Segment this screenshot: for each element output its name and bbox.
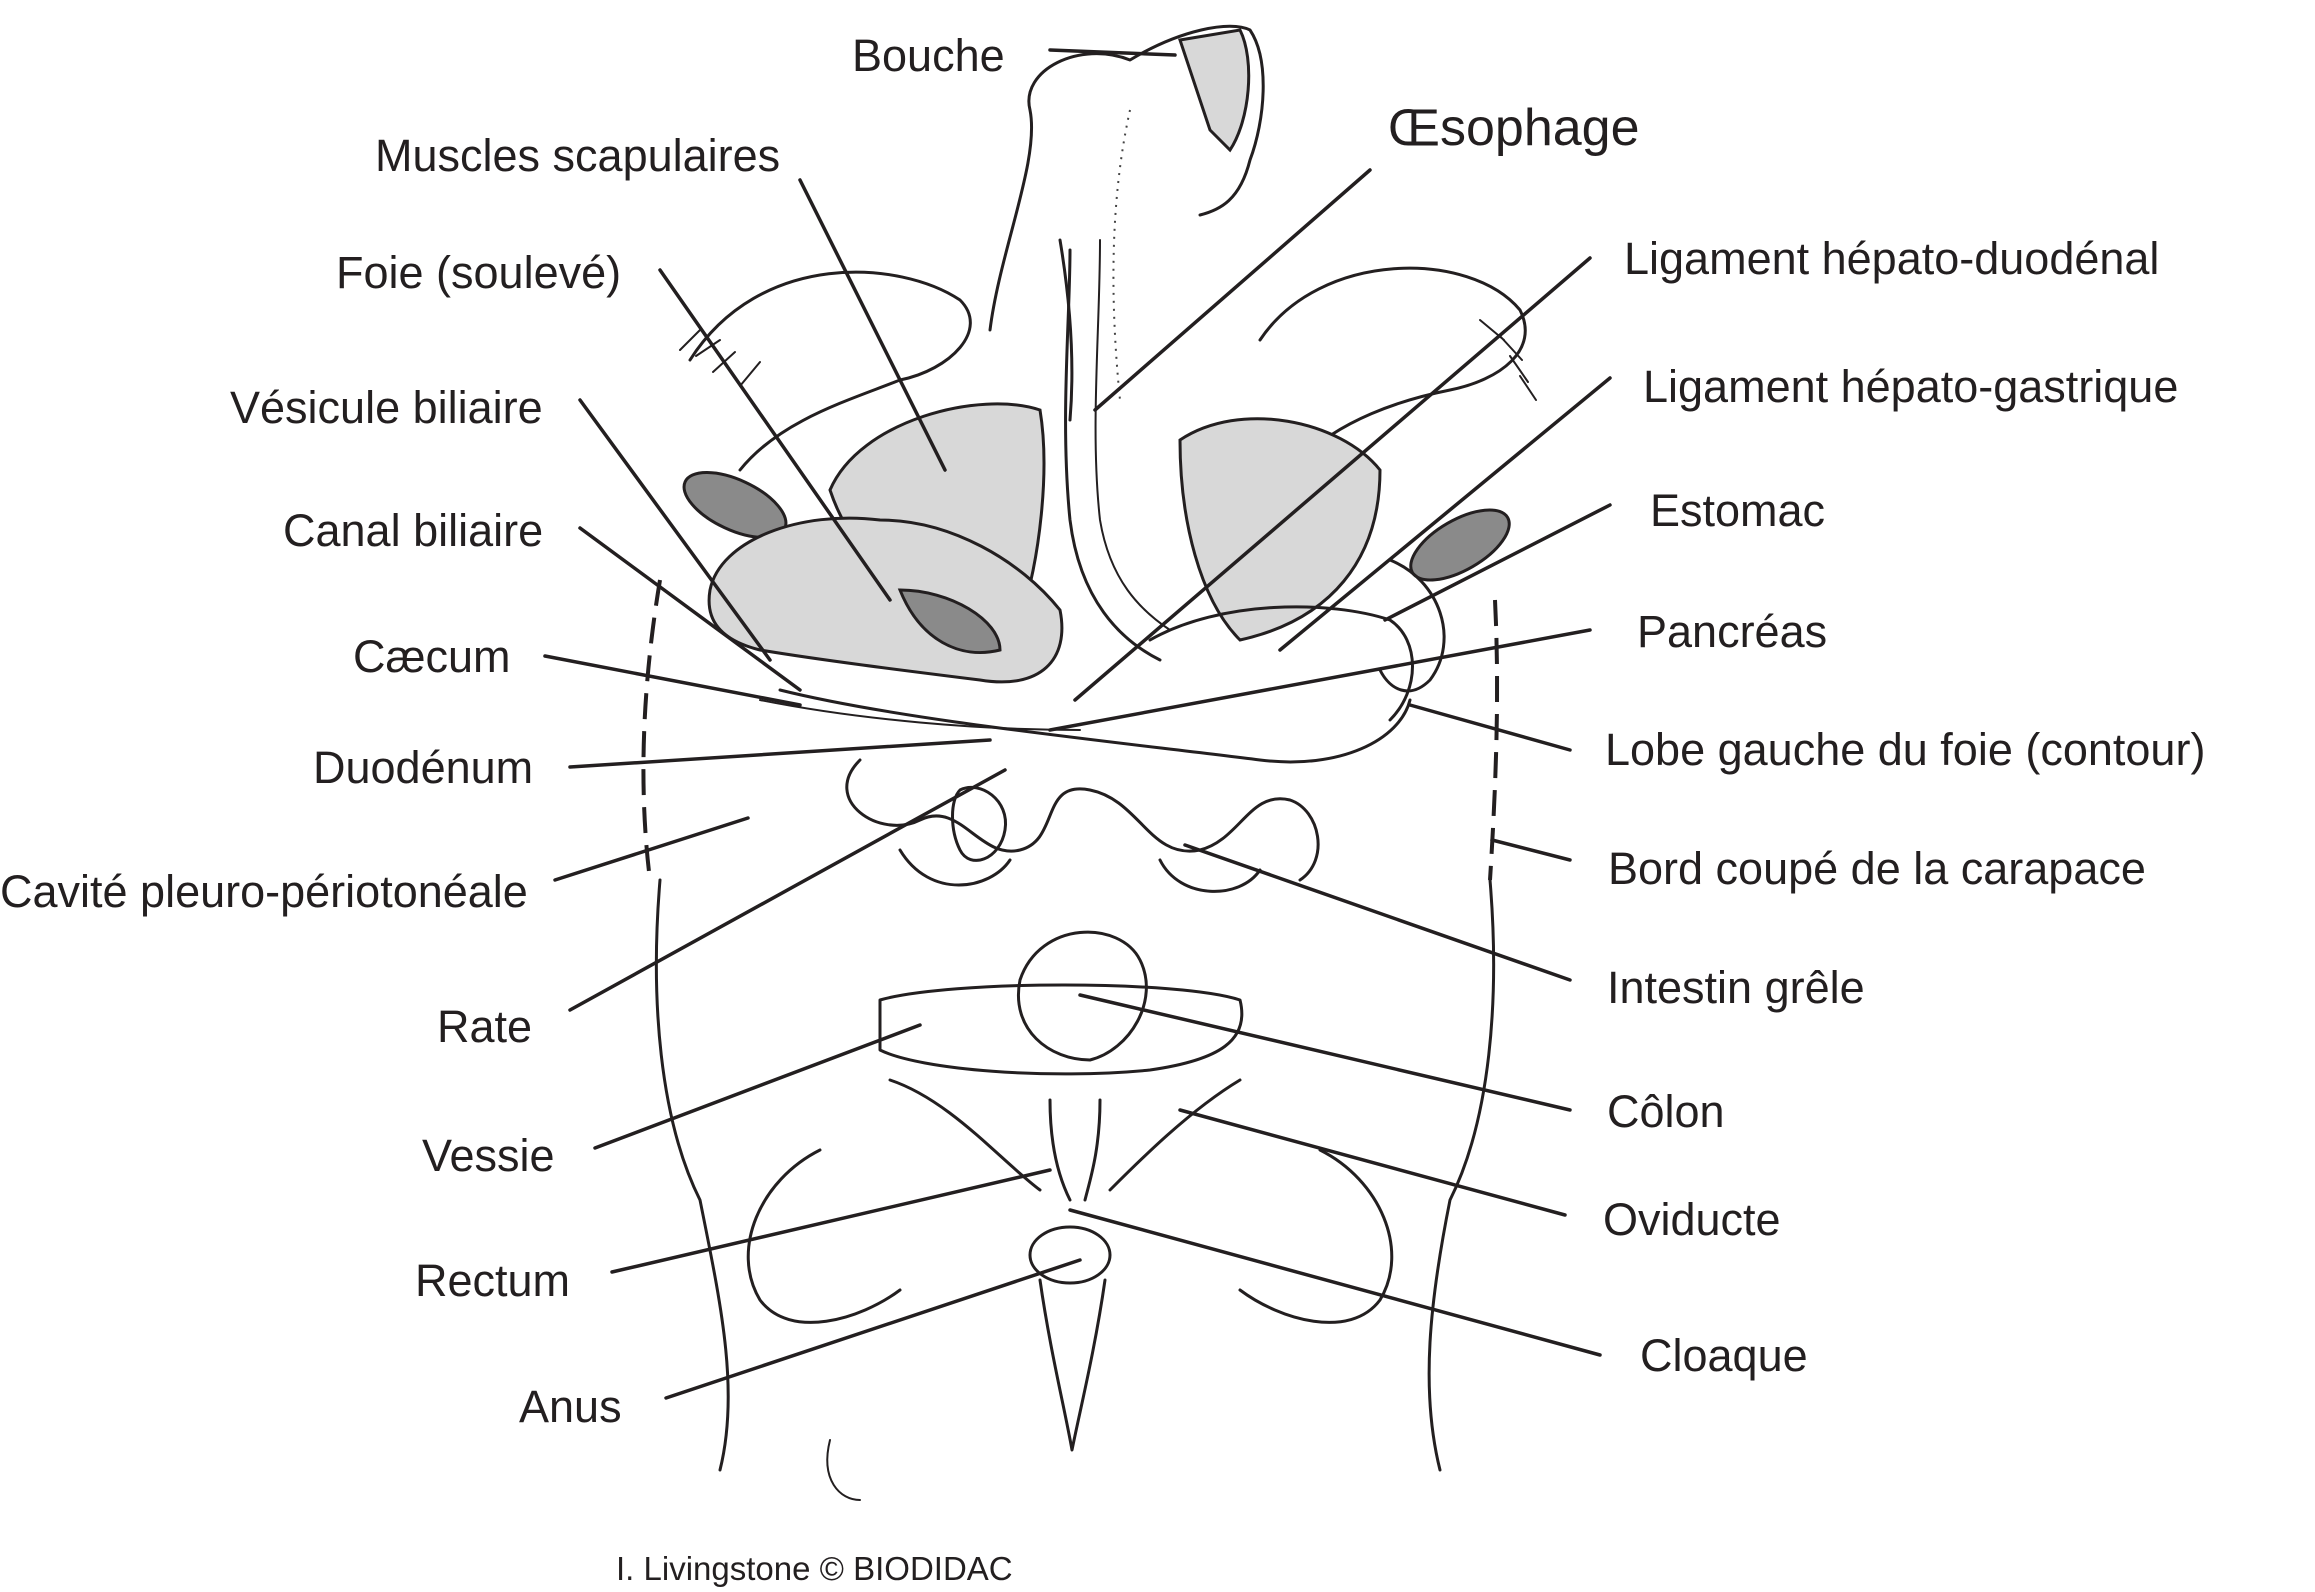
small-intestine-loop-2: [898, 848, 1262, 893]
small-intestine: [845, 758, 1320, 882]
leader-line-rectum: [610, 1168, 1052, 1274]
leader-line-cavite: [553, 816, 750, 882]
stomach-right-bulge: [1378, 558, 1446, 693]
mouth-shape: [1178, 28, 1251, 153]
label-estomac: Estomac: [1650, 485, 1826, 536]
label-cavite: Cavité pleuro-périotonéale: [0, 866, 528, 917]
leader-line-caecum: [543, 654, 802, 707]
esophagus-tube: [1064, 248, 1162, 662]
colon: [1017, 930, 1148, 1062]
esophagus-dotted: [1112, 109, 1131, 401]
rectum: [1048, 1098, 1102, 1202]
left-claws: [679, 329, 761, 387]
leader-line-estomac: [1383, 503, 1612, 622]
left-forelimb: [688, 270, 972, 472]
label-vesicule-biliaire: Vésicule biliaire: [230, 382, 543, 433]
label-colon: Côlon: [1607, 1086, 1725, 1137]
label-intestin-grele: Intestin grêle: [1607, 962, 1865, 1013]
label-bouche: Bouche: [852, 30, 1005, 81]
leader-line-muscles-scapulaires: [798, 178, 947, 472]
label-canal-biliaire: Canal biliaire: [283, 505, 544, 556]
pancreas: [759, 699, 1081, 731]
label-rate: Rate: [437, 1001, 533, 1052]
right-claws: [1479, 319, 1537, 401]
label-bord-carapace: Bord coupé de la carapace: [1608, 843, 2146, 894]
leader-line-oesophage: [1093, 168, 1372, 412]
esophagus-tube-inner: [1094, 239, 1171, 631]
leader-line-vesicule-biliaire: [578, 398, 772, 662]
leader-line-intestin-grele: [1183, 843, 1572, 982]
label-caecum: Cæcum: [353, 631, 511, 682]
leader-line-lobe-gauche: [1408, 703, 1572, 752]
leader-line-duodenum: [568, 738, 992, 769]
label-ligament-hepato-duodenal: Ligament hépato-duodénal: [1624, 233, 2160, 284]
spleen: [951, 785, 1007, 862]
body-outline-right: [1427, 878, 1496, 1472]
label-vessie: Vessie: [422, 1130, 555, 1181]
leader-line-rate: [568, 768, 1007, 1012]
label-lobe-gauche: Lobe gauche du foie (contour): [1605, 724, 2206, 775]
label-rectum: Rectum: [415, 1255, 571, 1306]
leader-line-anus: [664, 1258, 1082, 1400]
label-foie: Foie (soulevé): [336, 247, 622, 298]
leader-line-foie: [658, 268, 892, 602]
label-duodenum: Duodénum: [313, 742, 534, 793]
left-foot: [826, 1439, 861, 1501]
leader-line-ligament-hepato-duodenal: [1073, 256, 1592, 702]
body-outline-left: [654, 878, 730, 1472]
label-muscles-scapulaires: Muscles scapulaires: [375, 130, 781, 181]
cloaca: [1028, 1225, 1112, 1285]
liver-dark-patch: [897, 588, 1002, 654]
label-oesophage: Œsophage: [1388, 99, 1640, 157]
liver-left-lobe-contour: [778, 688, 1412, 764]
label-anus: Anus: [519, 1381, 622, 1432]
leader-line-ligament-hepato-gastrique: [1278, 376, 1612, 652]
leader-line-cloaque: [1068, 1208, 1602, 1357]
bladder: [878, 983, 1244, 1076]
label-cloaque: Cloaque: [1640, 1330, 1808, 1381]
carapace-cut-edge-right: [1488, 599, 1500, 881]
right-scapular-muscle: [1178, 417, 1382, 642]
left-hind-limb: [746, 1148, 902, 1324]
credit-line: I. Livingstone © BIODIDAC: [616, 1550, 1013, 1587]
leader-line-bouche: [1048, 48, 1177, 57]
oviduct-region: [888, 1078, 1242, 1192]
label-oviducte: Oviducte: [1603, 1194, 1781, 1245]
leader-line-oviducte: [1178, 1108, 1567, 1217]
carapace-cut-edge-left: [641, 579, 662, 881]
leader-line-bord-carapace: [1490, 838, 1572, 862]
head-outline: [988, 24, 1265, 332]
neck-outline: [1058, 238, 1074, 422]
label-ligament-hepato-gastrique: Ligament hépato-gastrique: [1643, 361, 2179, 412]
leader-line-canal-biliaire: [578, 526, 802, 692]
leader-line-pancreas: [1048, 628, 1592, 732]
right-forelimb: [1258, 266, 1527, 462]
right-hind-limb: [1238, 1148, 1394, 1324]
leader-line-colon: [1078, 993, 1572, 1112]
leader-line-vessie: [593, 1023, 922, 1150]
tail: [1038, 1278, 1107, 1452]
stomach: [1148, 605, 1414, 722]
label-pancreas: Pancréas: [1637, 606, 1828, 657]
